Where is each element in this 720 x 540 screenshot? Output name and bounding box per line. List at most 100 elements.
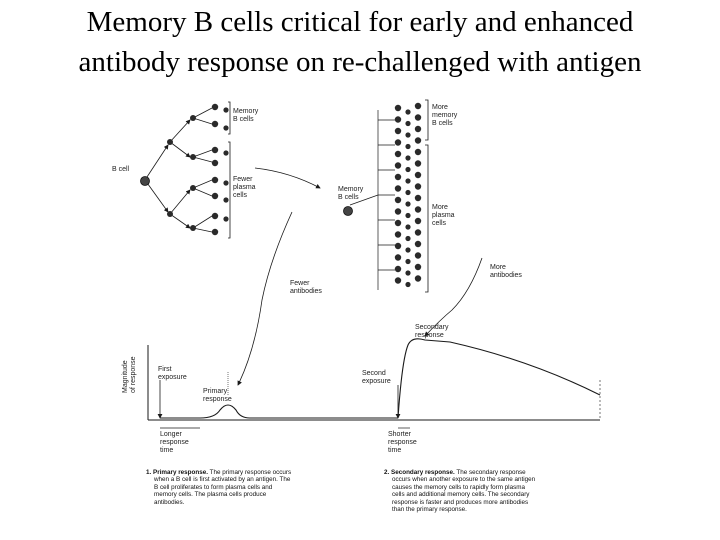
text-line: response xyxy=(415,332,444,339)
cell xyxy=(414,252,422,259)
text-line: Magnitude xyxy=(122,360,129,393)
cell xyxy=(394,219,402,227)
text-line: Primary xyxy=(203,388,228,395)
cell xyxy=(394,185,402,192)
primary-cells xyxy=(140,103,229,236)
text-line: Shorter xyxy=(388,431,411,438)
cell xyxy=(405,212,411,219)
text-line: Fewer xyxy=(290,280,310,287)
cell xyxy=(405,189,411,196)
text-line: B cells xyxy=(233,116,254,123)
text-line: antibodies xyxy=(290,288,322,295)
text-line: exposure xyxy=(362,378,391,385)
text-line: Memory xyxy=(338,186,364,193)
transfer-arrow xyxy=(254,167,321,189)
primary-response-curve xyxy=(160,404,398,419)
cell xyxy=(414,217,422,225)
cell xyxy=(394,162,402,169)
label-more-antibodies: More antibodies xyxy=(490,264,522,280)
cell xyxy=(414,183,422,190)
cell xyxy=(394,277,402,284)
cell xyxy=(405,166,411,173)
text-line: plasma xyxy=(233,184,256,191)
text-line: B cells xyxy=(432,120,453,127)
text-line: memory xyxy=(432,112,458,119)
text-line: More xyxy=(432,204,448,211)
cell xyxy=(405,178,411,184)
cell xyxy=(405,270,411,276)
cell xyxy=(394,254,402,261)
label-secondary-response: Secondary response xyxy=(415,324,448,340)
cell xyxy=(394,231,402,238)
caption-primary-line-1: 1. Primary response. The primary respons… xyxy=(146,469,346,476)
text-line: response is faster and produces more ant… xyxy=(392,498,529,506)
cell xyxy=(394,265,402,273)
caption-secondary-line-1: 2. Secondary response. The secondary res… xyxy=(384,469,594,476)
cell xyxy=(414,263,422,271)
text-line: response xyxy=(203,396,232,403)
cell xyxy=(394,196,402,204)
text-line: antibodies xyxy=(490,272,522,279)
cell xyxy=(414,240,422,248)
text-line: cells xyxy=(233,192,248,199)
cell xyxy=(405,201,411,207)
secondary-cell-tree xyxy=(349,110,395,290)
text-line: occurs when another exposure to the same… xyxy=(392,476,536,484)
text-line: when a B cell is first activated by an a… xyxy=(154,476,291,484)
label-second-exposure: Second exposure xyxy=(362,370,391,386)
cell xyxy=(414,160,422,167)
label-fewer-plasma-cells: Fewer plasma cells xyxy=(233,176,256,200)
cell xyxy=(414,229,422,236)
text-line: of response xyxy=(130,356,137,393)
cell xyxy=(405,224,411,230)
text-line: time xyxy=(160,447,174,454)
text-line: More xyxy=(432,104,448,111)
caption-heading: Secondary response. xyxy=(391,469,455,476)
text-line: First xyxy=(158,366,172,373)
label-more-memory-b-cells: More memory B cells xyxy=(432,104,457,128)
cell xyxy=(394,242,402,250)
label-memory-b-cells-secondary: Memory B cells xyxy=(338,186,363,202)
cell xyxy=(405,132,411,138)
text-line: Second xyxy=(362,370,386,377)
title-line-1: Memory B cells critical for early and en… xyxy=(86,6,634,38)
more-antibodies-curve xyxy=(424,257,483,337)
cell xyxy=(405,281,411,288)
cell xyxy=(414,148,422,156)
cell xyxy=(405,258,411,265)
label-more-plasma-cells: More plasma cells xyxy=(432,204,455,228)
cell xyxy=(414,206,422,213)
text-line: exposure xyxy=(158,374,187,381)
secondary-response-curve xyxy=(397,338,601,419)
text-line: time xyxy=(388,447,402,454)
caption-heading: Primary response. xyxy=(153,469,208,476)
text-line: cells and additional memory cells. The s… xyxy=(392,491,530,499)
fewer-antibodies-curve xyxy=(237,211,293,386)
cell xyxy=(414,275,422,282)
caption-secondary: 2. Secondary response. The secondary res… xyxy=(384,469,594,513)
text-line: antibodies. xyxy=(154,498,185,506)
text-line: The primary response occurs xyxy=(209,469,292,476)
text-line: B cells xyxy=(338,194,359,201)
label-shorter-response-time: Shorter response time xyxy=(388,431,417,455)
cell xyxy=(414,114,422,121)
cell xyxy=(414,102,422,110)
text-line: Fewer xyxy=(233,176,253,183)
secondary-brackets xyxy=(425,99,429,293)
text-line: Longer xyxy=(160,431,182,438)
label-first-exposure: First exposure xyxy=(158,366,187,382)
memory-b-cell-secondary xyxy=(343,206,353,216)
primary-brackets xyxy=(228,101,231,239)
cell xyxy=(414,171,422,179)
caption-number: 1. xyxy=(146,469,152,476)
cell xyxy=(394,104,402,112)
cell xyxy=(414,137,422,144)
text-line: response xyxy=(388,439,417,446)
label-fewer-antibodies: Fewer antibodies xyxy=(290,280,322,296)
text-line: Memory xyxy=(233,108,259,115)
cell xyxy=(405,235,411,242)
text-line: More xyxy=(490,264,506,271)
label-b-cell: B cell xyxy=(112,166,130,173)
label-longer-response-time: Longer response time xyxy=(160,431,189,455)
